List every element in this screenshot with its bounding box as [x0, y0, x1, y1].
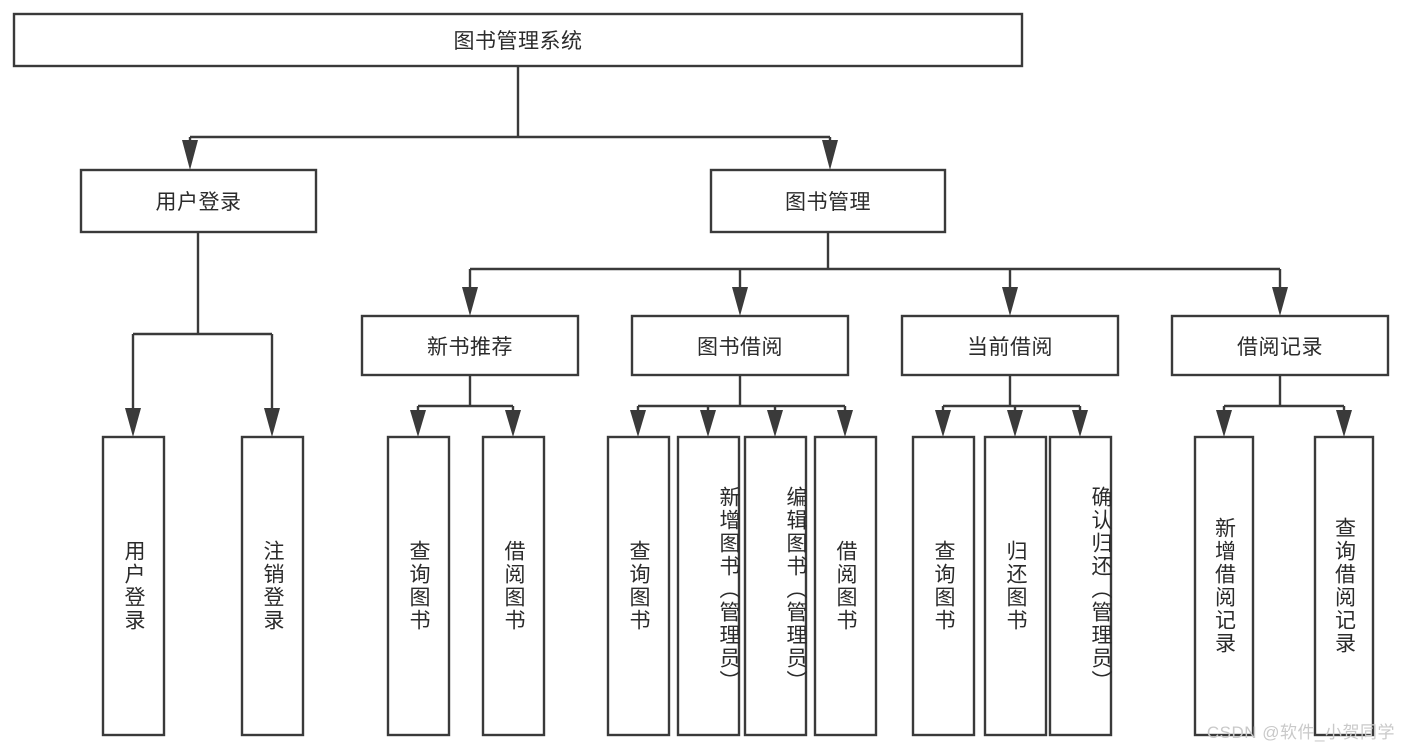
connector-userlogin-to-leaves — [125, 232, 280, 437]
node-box-borrow-record[interactable] — [1170, 314, 1390, 377]
node-box-leaf-query-borrow-record[interactable] — [1313, 435, 1375, 737]
node-box-leaf-add-borrow-record[interactable] — [1193, 435, 1255, 737]
node-box-leaf-add-book-admin[interactable] — [676, 435, 741, 737]
connector-recommend-to-leaves — [410, 375, 521, 437]
connector-current-to-leaves — [935, 375, 1088, 437]
node-box-leaf-return-book[interactable] — [983, 435, 1048, 737]
node-box-leaf-query-book-borrow[interactable] — [606, 435, 671, 737]
node-box-leaf-query-book-recommend[interactable] — [386, 435, 451, 737]
node-box-leaf-borrow-book[interactable] — [813, 435, 878, 737]
connector-root-to-level2 — [182, 66, 838, 170]
connector-record-to-leaves — [1216, 375, 1352, 437]
node-box-leaf-logout-login[interactable] — [240, 435, 305, 737]
node-box-leaf-user-login[interactable] — [101, 435, 166, 737]
node-box-user-login[interactable] — [79, 168, 318, 234]
connector-borrow-to-leaves — [630, 375, 853, 437]
connector-bookmgmt-to-level3 — [462, 232, 1288, 316]
node-box-leaf-edit-book-admin[interactable] — [743, 435, 808, 737]
node-box-current-borrow[interactable] — [900, 314, 1120, 377]
node-box-root[interactable] — [12, 12, 1024, 68]
node-box-new-book-recommend[interactable] — [360, 314, 580, 377]
node-box-book-management[interactable] — [709, 168, 947, 234]
node-box-leaf-borrow-book-recommend[interactable] — [481, 435, 546, 737]
node-box-book-borrow[interactable] — [630, 314, 850, 377]
node-box-leaf-query-book-current[interactable] — [911, 435, 976, 737]
node-box-leaf-confirm-return-admin[interactable] — [1048, 435, 1113, 737]
